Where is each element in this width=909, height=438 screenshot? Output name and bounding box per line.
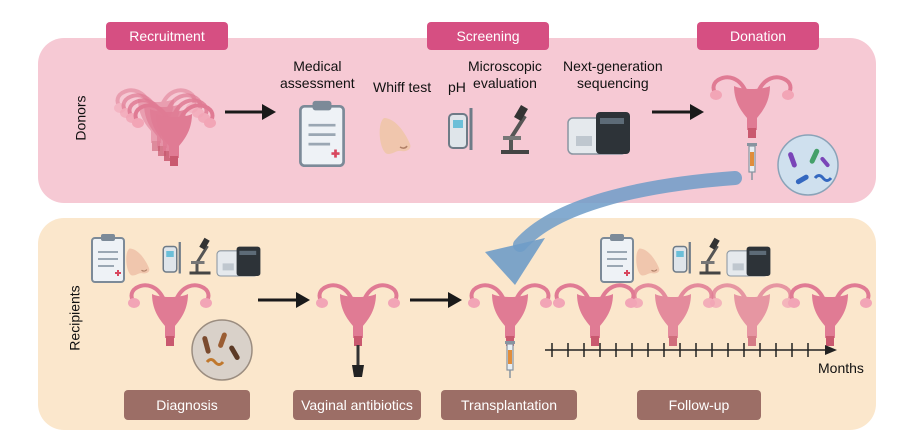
diagnosis-label: Diagnosis <box>124 390 250 420</box>
followup-uterus-icon <box>551 283 639 348</box>
ph-meter-icon <box>447 106 473 152</box>
recipient-sequencer-icon <box>216 246 261 277</box>
medical-assessment-label: Medical assessment <box>280 58 355 91</box>
recipient-ph-meter-icon <box>162 240 181 275</box>
ph-label: pH <box>448 79 466 95</box>
donor-uterus-icon <box>708 75 796 140</box>
bacteria-icon <box>191 319 253 381</box>
transplant-syringe-icon <box>504 340 516 379</box>
whiff-test-label: Whiff test <box>373 79 432 95</box>
microscopic-evaluation-label: Microscopic evaluation <box>468 58 542 91</box>
followup-nose-icon <box>635 247 660 277</box>
followup-uterus-icon <box>629 283 717 348</box>
vaginal-antibiotics-label: Vaginal antibiotics <box>293 390 421 420</box>
follow-up-label: Follow-up <box>637 390 761 420</box>
nose-icon <box>378 117 412 155</box>
bacteria-icon <box>777 134 839 196</box>
recipients-label: Recipients <box>66 285 83 351</box>
followup-sequencer-icon <box>726 246 771 277</box>
ngs-label: Next-generation sequencing <box>563 58 663 91</box>
flow-arrow <box>513 171 742 252</box>
followup-microscope-icon <box>698 236 722 275</box>
dropper-icon <box>352 345 364 377</box>
timeline <box>545 343 837 357</box>
followup-uterus-icon <box>786 283 874 348</box>
followup-uterus-icon <box>708 283 796 348</box>
donors-label: Donors <box>72 95 89 141</box>
recipient-microscope-icon <box>188 236 212 275</box>
followup-ph-meter-icon <box>672 240 691 275</box>
recipient-nose-icon <box>125 247 150 277</box>
sequencer-icon <box>567 111 631 155</box>
donation-label: Donation <box>697 22 819 50</box>
microscope-icon <box>499 102 531 154</box>
antibiotics-uterus-icon <box>314 283 402 348</box>
recipient-clipboard-icon <box>91 233 125 283</box>
months-label: Months <box>818 360 864 376</box>
followup-clipboard-icon <box>600 233 634 283</box>
transplantation-label: Transplantation <box>441 390 577 420</box>
transplant-uterus-icon <box>466 283 554 348</box>
screening-label: Screening <box>427 22 549 50</box>
donor-uterus-stack-icon <box>112 88 218 168</box>
syringe-icon <box>746 142 758 181</box>
clipboard-icon <box>299 99 345 168</box>
recruitment-label: Recruitment <box>106 22 228 50</box>
